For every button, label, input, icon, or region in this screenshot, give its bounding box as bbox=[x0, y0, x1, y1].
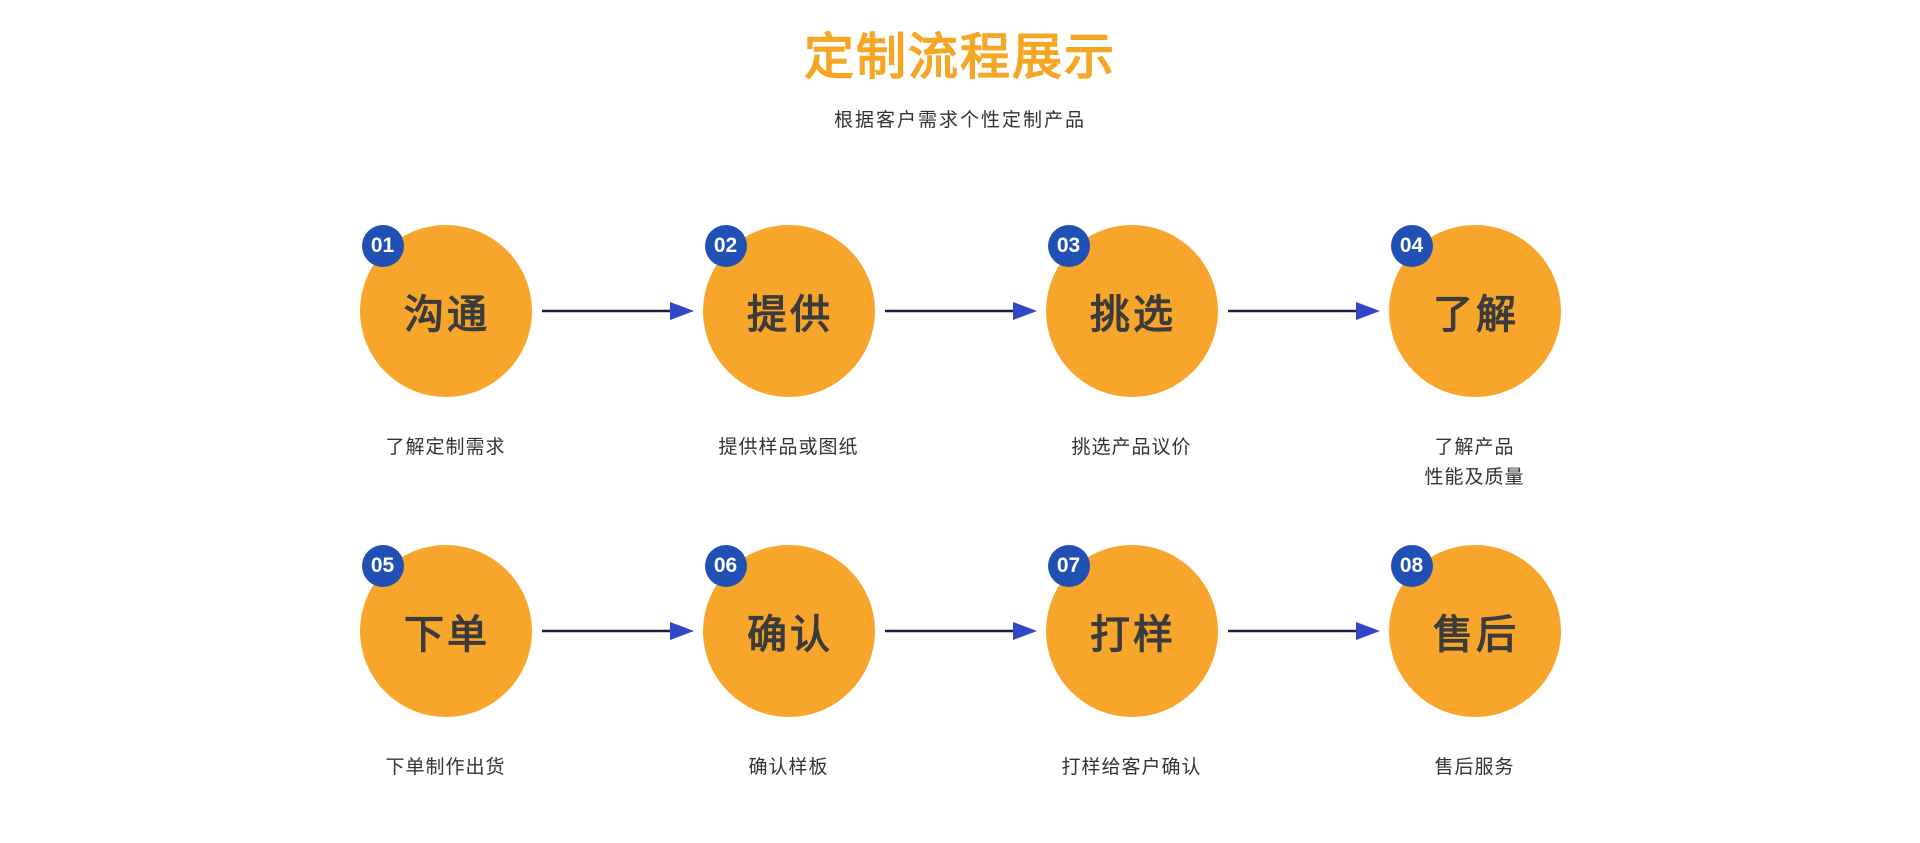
step-number-badge: 08 bbox=[1390, 545, 1433, 587]
page-title: 定制流程展示 bbox=[804, 29, 1116, 85]
step-circle-06: 确认 06 bbox=[702, 545, 875, 717]
step-number-badge: 03 bbox=[1047, 225, 1090, 267]
flow-step-02: 提供 02 提供样品或图纸 bbox=[702, 225, 875, 489]
flow-step-01: 沟通 01 了解定制需求 bbox=[359, 225, 532, 489]
step-caption: 下单制作出货 bbox=[385, 757, 506, 778]
flow-row-2: 下单 05 下单制作出货 确认 06 确认样板 bbox=[359, 545, 1561, 809]
step-circle-08: 售后 08 bbox=[1388, 545, 1561, 717]
right-arrow-icon bbox=[541, 622, 694, 640]
step-number-badge: 01 bbox=[361, 225, 404, 267]
step-number-badge: 05 bbox=[361, 545, 404, 587]
step-number-badge: 06 bbox=[704, 545, 747, 587]
right-arrow-icon bbox=[541, 302, 694, 320]
right-arrow-icon bbox=[884, 622, 1037, 640]
step-label: 提供 bbox=[747, 293, 833, 337]
flow-step-03: 挑选 03 挑选产品议价 bbox=[1045, 225, 1218, 489]
step-caption: 售后服务 bbox=[1434, 757, 1515, 778]
page-subtitle: 根据客户需求个性定制产品 bbox=[833, 110, 1086, 131]
flow-step-06: 确认 06 确认样板 bbox=[702, 545, 875, 809]
process-flow: 沟通 01 了解定制需求 提供 02 提供样品或图纸 bbox=[359, 225, 1561, 809]
step-label: 沟通 bbox=[404, 293, 490, 337]
step-circle-03: 挑选 03 bbox=[1045, 225, 1218, 397]
step-caption: 提供样品或图纸 bbox=[718, 437, 859, 458]
flow-step-04: 了解 04 了解产品 性能及质量 bbox=[1388, 225, 1561, 493]
step-circle-shape: 提供 bbox=[702, 225, 875, 397]
step-label: 了解 bbox=[1433, 293, 1519, 337]
step-circle-07: 打样 07 bbox=[1045, 545, 1218, 717]
step-circle-05: 下单 05 bbox=[359, 545, 532, 717]
step-caption: 了解定制需求 bbox=[385, 437, 506, 458]
step-caption: 挑选产品议价 bbox=[1071, 437, 1192, 458]
step-number-badge: 04 bbox=[1390, 225, 1433, 267]
right-arrow-icon bbox=[1227, 302, 1380, 320]
step-circle-shape: 确认 bbox=[702, 545, 875, 717]
step-caption: 打样给客户确认 bbox=[1061, 757, 1202, 778]
step-number-badge: 07 bbox=[1047, 545, 1090, 587]
step-caption: 了解产品 性能及质量 bbox=[1424, 437, 1525, 488]
right-arrow-icon bbox=[1227, 622, 1380, 640]
flow-step-08: 售后 08 售后服务 bbox=[1388, 545, 1561, 809]
step-label: 售后 bbox=[1433, 613, 1519, 657]
step-circle-02: 提供 02 bbox=[702, 225, 875, 397]
step-caption: 确认样板 bbox=[748, 757, 829, 778]
flow-step-07: 打样 07 打样给客户确认 bbox=[1045, 545, 1218, 809]
flow-row-1: 沟通 01 了解定制需求 提供 02 提供样品或图纸 bbox=[359, 225, 1561, 493]
page-header: 定制流程展示 根据客户需求个性定制产品 bbox=[0, 0, 1920, 134]
step-circle-01: 沟通 01 bbox=[359, 225, 532, 397]
flow-step-05: 下单 05 下单制作出货 bbox=[359, 545, 532, 809]
step-label: 打样 bbox=[1090, 613, 1176, 657]
step-circle-04: 了解 04 bbox=[1388, 225, 1561, 397]
step-circle-shape: 挑选 bbox=[1045, 225, 1218, 397]
step-number-badge: 02 bbox=[704, 225, 747, 267]
step-label: 确认 bbox=[747, 613, 833, 657]
step-label: 挑选 bbox=[1090, 293, 1176, 337]
step-label: 下单 bbox=[404, 613, 490, 657]
right-arrow-icon bbox=[884, 302, 1037, 320]
